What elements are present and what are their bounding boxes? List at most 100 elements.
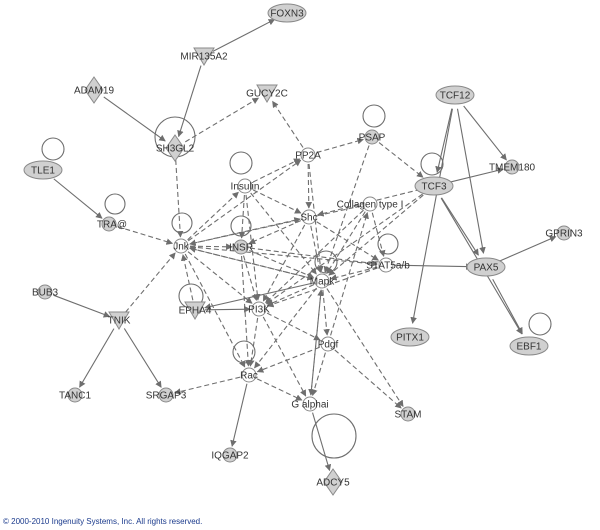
- node-label-tanc1: TANC1: [59, 391, 91, 402]
- node-label-rac: Rac: [240, 371, 258, 382]
- node-label-stat5: STAT5a/b: [366, 261, 410, 272]
- edge-tcf12-tcf3: [435, 108, 453, 174]
- node-shape-tle1: [23, 160, 63, 180]
- edge-pi3k-rac: [247, 317, 259, 367]
- node-label-pi3k: PI3K: [248, 305, 270, 316]
- edge-tle1-trac: [53, 178, 103, 219]
- edge-shc-insr: [248, 220, 301, 244]
- node-label-shc: Shc: [300, 213, 317, 224]
- self-loop-rac: [232, 340, 256, 364]
- node-bub3[interactable]: BUB3: [32, 284, 59, 300]
- self-loop-tle1: [41, 137, 65, 161]
- node-label-foxn3: FOXN3: [270, 9, 304, 20]
- edge-pp2a-shc: [305, 163, 313, 209]
- node-shc[interactable]: Shc: [300, 209, 318, 225]
- node-shape-bub3: [37, 284, 53, 300]
- edge-jnk-rac: [184, 253, 246, 368]
- node-galphai[interactable]: G alphai: [291, 396, 329, 412]
- edge-epha4-jnk: [180, 254, 194, 301]
- node-foxn3[interactable]: FOXN3: [267, 3, 307, 23]
- node-label-pp2a: PP2A: [295, 151, 321, 162]
- node-tcf12[interactable]: TCF12: [435, 85, 475, 105]
- node-adcy5[interactable]: ADCY5: [316, 468, 350, 496]
- node-label-ebf1: EBF1: [516, 342, 541, 353]
- node-shape-tmem180: [504, 159, 520, 175]
- node-shape-pitx1: [390, 327, 430, 347]
- edge-jnk-pi3k: [187, 251, 253, 304]
- node-mapk[interactable]: Mapk: [310, 273, 335, 289]
- edge-jnk-insr: [189, 243, 233, 251]
- node-pdgf[interactable]: Pdgf: [318, 336, 339, 352]
- node-label-mapk: Mapk: [310, 277, 335, 288]
- node-trac[interactable]: TRA@: [97, 216, 127, 232]
- node-adam19[interactable]: ADAM19: [74, 76, 114, 104]
- node-tnik[interactable]: TNIK: [108, 311, 131, 330]
- edge-bub3-tnik: [53, 294, 111, 318]
- edge-psap-tcf3: [378, 142, 424, 178]
- node-ebf1[interactable]: EBF1: [509, 336, 549, 356]
- edge-trac-jnk: [117, 226, 174, 245]
- node-mir135a2[interactable]: MIR135A2: [180, 47, 228, 66]
- node-label-sh3gl2: SH3GL2: [156, 144, 195, 155]
- node-psap[interactable]: PSAP: [359, 129, 386, 145]
- self-loop-trac: [104, 193, 126, 215]
- node-shape-adcy5: [323, 468, 343, 496]
- node-pi3k[interactable]: PI3K: [248, 301, 270, 317]
- edge-rac-galphai: [256, 378, 303, 401]
- node-shape-iqgap2: [222, 447, 238, 463]
- node-tle1[interactable]: TLE1: [23, 160, 63, 180]
- node-sh3gl2[interactable]: SH3GL2: [156, 134, 195, 162]
- node-shape-galphai: [302, 396, 318, 412]
- node-pp2a[interactable]: PP2A: [295, 147, 321, 163]
- edge-mapk-pi3k: [266, 284, 314, 306]
- edge-insulin-mapk: [250, 192, 317, 275]
- edge-mapk-rac: [254, 287, 317, 369]
- edge-sh3gl2-jnk: [175, 159, 184, 238]
- node-shape-psap: [364, 129, 380, 145]
- node-shape-tanc1: [67, 387, 83, 403]
- edge-tnik-jnk: [125, 252, 176, 313]
- edge-jnk-pp2a: [187, 159, 302, 242]
- edge-insr-stat5: [249, 247, 378, 267]
- edge-mapk-epha4: [204, 282, 314, 310]
- edge-tcf12-tmem180: [463, 105, 507, 161]
- node-gucy2c[interactable]: GUCY2C: [246, 84, 288, 103]
- node-srgap3[interactable]: SRGAP3: [146, 387, 187, 403]
- node-tanc1[interactable]: TANC1: [59, 387, 91, 403]
- node-pax5[interactable]: PAX5: [466, 257, 506, 277]
- self-loop-insulin: [229, 151, 253, 175]
- node-iqgap2[interactable]: IQGAP2: [211, 447, 249, 463]
- node-label-tcf12: TCF12: [440, 91, 471, 102]
- edge-insr-rac: [241, 255, 252, 367]
- node-shape-rac: [241, 367, 257, 383]
- node-rac[interactable]: Rac: [240, 367, 258, 383]
- node-shape-tcf3: [414, 176, 454, 196]
- node-shape-gucy2c: [256, 84, 278, 103]
- node-stam[interactable]: STAM: [394, 406, 422, 422]
- self-loop-psap: [362, 104, 386, 128]
- edge-pi3k-galphai: [262, 316, 307, 397]
- self-loop-stat5: [377, 233, 399, 255]
- node-insr[interactable]: INSR: [229, 239, 253, 255]
- node-gprin3[interactable]: GPRIN3: [545, 225, 583, 241]
- node-shape-pax5: [466, 257, 506, 277]
- edge-insulin-pi3k: [245, 194, 261, 301]
- node-collagen[interactable]: Collagen type I: [337, 196, 404, 212]
- edge-pdgf-stam: [334, 349, 402, 409]
- edge-insulin-insr: [238, 194, 246, 239]
- node-shape-stat5: [378, 257, 394, 273]
- node-tmem180[interactable]: TMEM180: [489, 159, 536, 175]
- node-jnk[interactable]: Jnk: [173, 238, 190, 254]
- node-pitx1[interactable]: PITX1: [390, 327, 430, 347]
- node-stat5[interactable]: STAT5a/b: [366, 257, 410, 273]
- node-label-pax5: PAX5: [474, 263, 499, 274]
- self-loop-tcf3: [420, 152, 444, 176]
- node-shape-stam: [400, 406, 416, 422]
- node-insulin[interactable]: Insulin: [231, 178, 260, 194]
- node-epha4[interactable]: EPHA4: [179, 301, 212, 320]
- node-tcf3[interactable]: TCF3: [414, 176, 454, 196]
- edge-pp2a-psap: [316, 137, 364, 154]
- node-label-pitx1: PITX1: [396, 333, 424, 344]
- node-shape-trac: [101, 216, 117, 232]
- node-shape-mir135a2: [193, 47, 215, 66]
